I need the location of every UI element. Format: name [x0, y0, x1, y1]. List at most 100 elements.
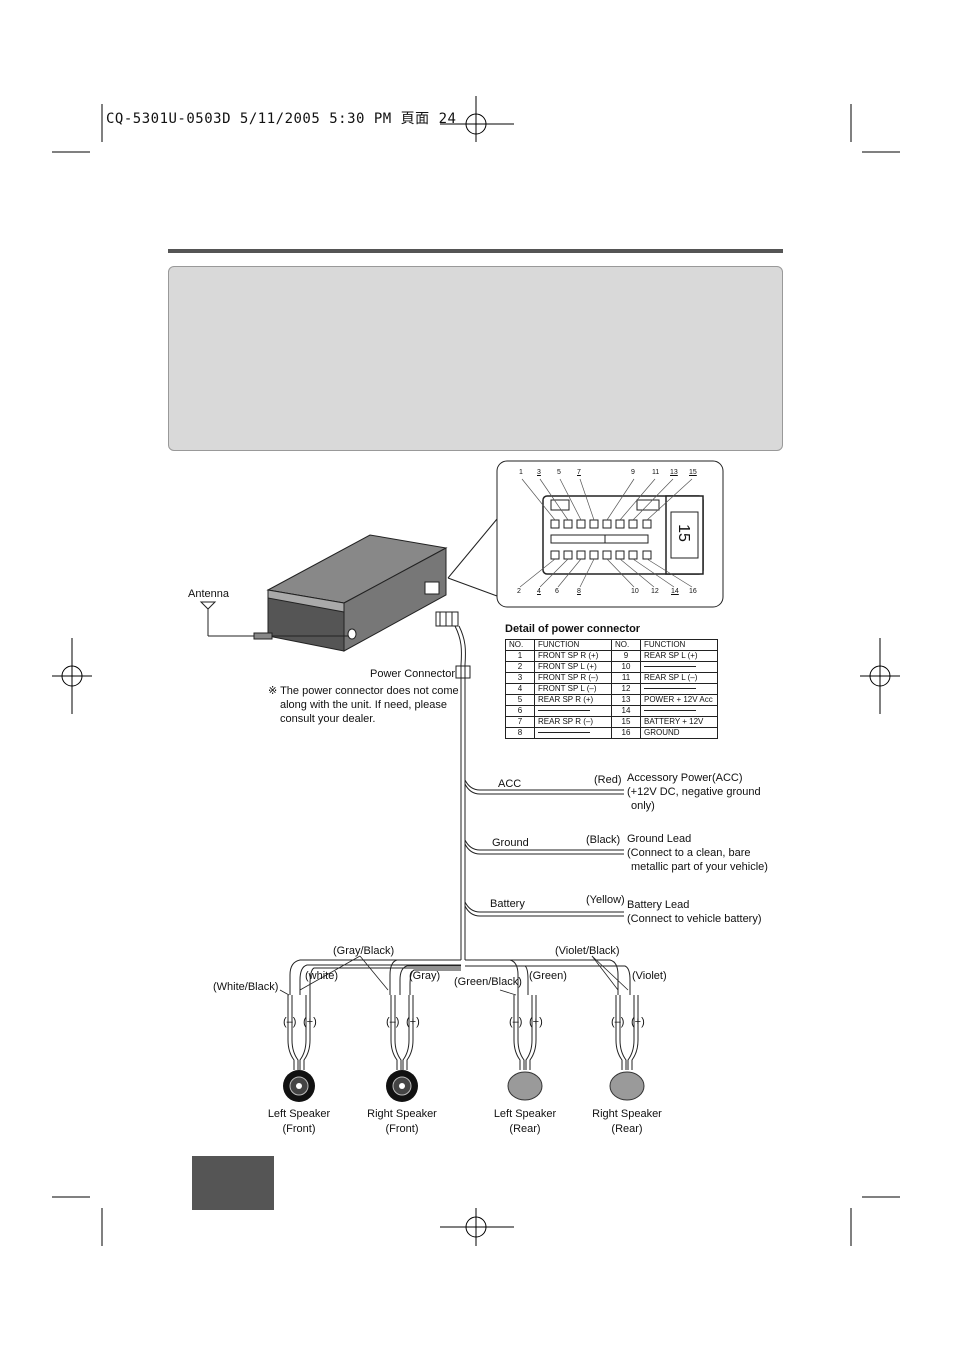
connector-pin — [589, 550, 599, 560]
pin-number: 7 — [577, 469, 581, 476]
table-cell: 10 — [611, 661, 641, 673]
green-label: (Green) — [529, 970, 567, 982]
green-black-label: (Green/Black) — [454, 976, 522, 988]
minus-label: (–) — [611, 1016, 625, 1028]
acc-wire-label: ACC — [498, 778, 522, 790]
connector-pin — [576, 519, 586, 529]
violet-black-label: (Violet/Black) — [555, 945, 620, 957]
connector-pin — [642, 550, 652, 560]
pin-number: 15 — [689, 469, 697, 476]
table-header-cell: FUNCTION — [640, 639, 718, 651]
table-cell: GROUND — [640, 727, 718, 739]
ground-wire-color: (Black) — [586, 834, 621, 846]
violet-label: (Violet) — [632, 970, 667, 982]
ground-wire-label: Ground — [492, 837, 529, 849]
plus-label: (+) — [529, 1016, 543, 1028]
table-cell: 1 — [505, 650, 535, 662]
table-cell: POWER + 12V Acc — [640, 694, 718, 706]
table-header-cell: NO. — [611, 639, 641, 651]
antenna-label: Antenna — [188, 588, 229, 600]
white-label: (white) — [305, 970, 339, 982]
connector-pin — [628, 519, 638, 529]
connector-pin — [563, 519, 573, 529]
pin-number: 8 — [577, 588, 581, 595]
pin-number: 4 — [537, 588, 541, 595]
connector-pin — [576, 550, 586, 560]
speaker-caption: Right Speaker (Rear) — [577, 1107, 677, 1137]
ground-desc-3: metallic part of your vehicle) — [631, 861, 768, 873]
speaker-caption: Right Speaker(Front) — [352, 1107, 452, 1137]
battery-desc-1: Battery Lead — [627, 899, 690, 911]
table-header-cell: FUNCTION — [534, 639, 612, 651]
battery-desc-2: (Connect to vehicle battery) — [627, 913, 762, 925]
speaker-position: (Rear) — [611, 1123, 643, 1135]
speaker-caption: Left Speaker(Rear) — [475, 1107, 575, 1137]
table-cell: 9 — [611, 650, 641, 662]
speaker-caption: Left Speaker(Front) — [249, 1107, 349, 1137]
harness — [289, 625, 631, 995]
pin-number: 13 — [670, 469, 678, 476]
pin-number: 12 — [651, 588, 659, 595]
connector-badge: 15 — [675, 524, 692, 542]
speaker-icons — [283, 1070, 645, 1102]
table-cell: REAR SP R (–) — [534, 716, 612, 728]
battery-wire-color: (Yellow) — [586, 894, 625, 906]
speaker-name: Right Speaker — [592, 1108, 662, 1120]
table-cell: 16 — [611, 727, 641, 739]
pin-number: 2 — [517, 588, 521, 595]
table-cell: 11 — [611, 672, 641, 684]
table-cell: 13 — [611, 694, 641, 706]
power-connector-label: Power Connector — [370, 668, 455, 680]
table-header-cell: NO. — [505, 639, 535, 651]
pin-number: 11 — [652, 469, 660, 476]
white-black-label: (White/Black) — [213, 981, 279, 993]
pin-number: 9 — [631, 469, 635, 476]
table-cell: REAR SP R (+) — [534, 694, 612, 706]
table-cell — [534, 705, 612, 717]
acc-desc-2: (+12V DC, negative ground — [627, 786, 761, 798]
connector-pin — [615, 519, 625, 529]
connector-pin — [589, 519, 599, 529]
pin-number: 5 — [557, 469, 561, 476]
table-cell: 4 — [505, 683, 535, 695]
plus-label: (+) — [303, 1016, 317, 1028]
instruction-box — [168, 266, 783, 451]
speaker-position: (Rear) — [509, 1123, 541, 1135]
connector-pin — [602, 519, 612, 529]
acc-desc: Accessory Power(ACC) (+12V DC, negative … — [627, 771, 761, 813]
pin-number: 10 — [631, 588, 639, 595]
gray-label: (Gray) — [409, 970, 441, 982]
ground-desc-2: (Connect to a clean, bare — [627, 847, 751, 859]
battery-wire-label: Battery — [490, 898, 525, 910]
pin-number: 16 — [689, 588, 697, 595]
crop-marks — [52, 96, 900, 1246]
minus-label: (–) — [509, 1016, 523, 1028]
power-plug — [435, 611, 471, 679]
ground-desc-1: Ground Lead — [627, 833, 692, 845]
power-connector-note: ※ The power connector does not come alon… — [268, 685, 459, 725]
acc-desc-1: Accessory Power(ACC) — [627, 772, 743, 784]
table-cell: 15 — [611, 716, 641, 728]
connector-pin — [628, 550, 638, 560]
table-cell: 6 — [505, 705, 535, 717]
pin-number: 1 — [519, 469, 523, 476]
connector-pin — [642, 519, 652, 529]
antenna — [199, 601, 348, 640]
connector-pin — [550, 519, 560, 529]
table-cell: 12 — [611, 683, 641, 695]
connector-pin — [563, 550, 573, 560]
minus-label: (–) — [386, 1016, 400, 1028]
table-cell: FRONT SP L (–) — [534, 683, 612, 695]
ground-desc: Ground Lead (Connect to a clean, bare me… — [627, 832, 768, 874]
table-cell — [534, 727, 612, 739]
page-tab — [192, 1156, 274, 1210]
section-rule — [168, 249, 783, 253]
table-cell: 8 — [505, 727, 535, 739]
